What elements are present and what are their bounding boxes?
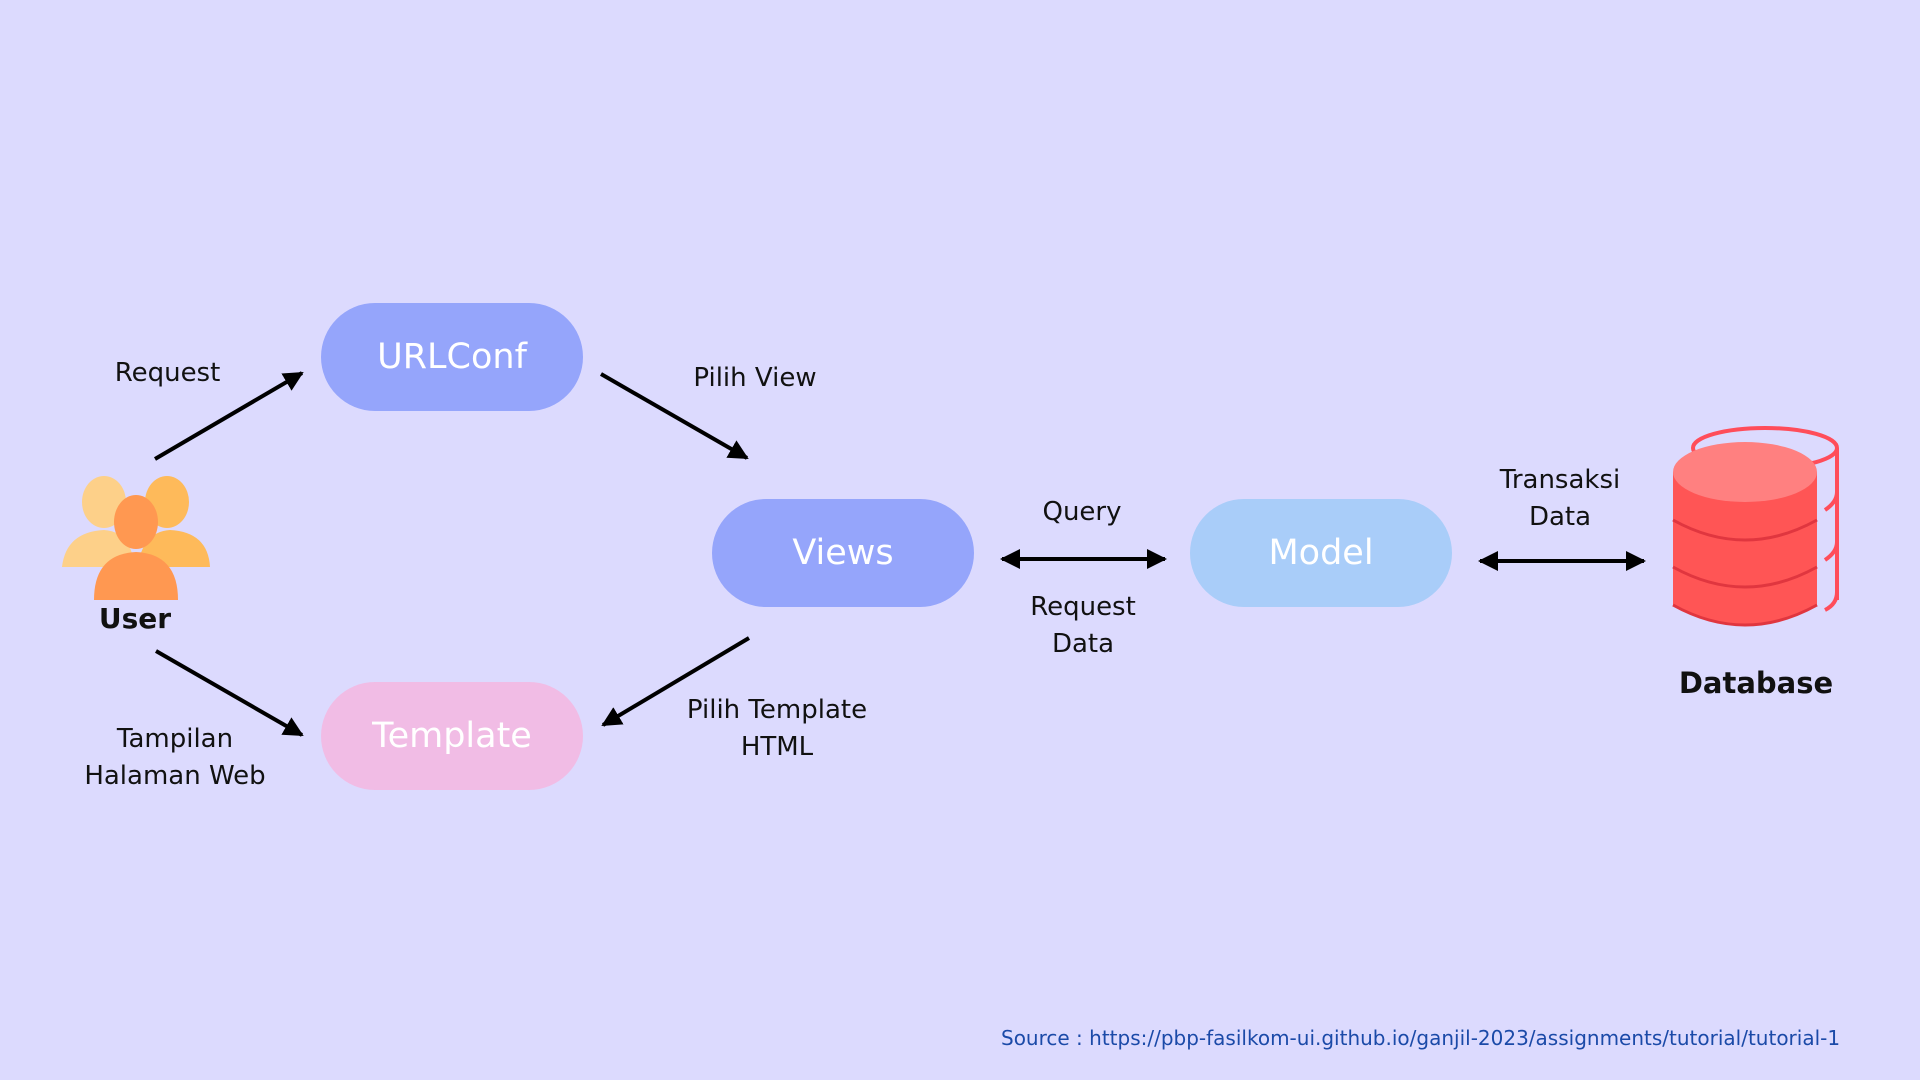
model-node: Model (1190, 499, 1452, 607)
arrow-urlconf-to-views (600, 372, 749, 460)
arrow-views-to-template (601, 636, 751, 727)
edge-label-tampilan-halaman-web: Tampilan Halaman Web (84, 724, 266, 791)
model-label: Model (1268, 533, 1374, 573)
edge-label-pilih-template-html: Pilih Template HTML (686, 695, 868, 762)
user-group-icon (62, 476, 210, 600)
source-link[interactable]: Source : https://pbp-fasilkom-ui.github.… (1001, 1026, 1841, 1050)
template-label: Template (372, 716, 532, 756)
database-label: Database (1678, 666, 1834, 700)
database-icon (1672, 426, 1839, 627)
user-label: User (98, 602, 172, 635)
urlconf-node: URLConf (321, 303, 583, 411)
template-node: Template (321, 682, 583, 790)
arrow-user-to-template (155, 649, 304, 737)
views-label: Views (792, 533, 894, 573)
arrow-user-to-urlconf (153, 371, 304, 461)
edge-label-request-data: Request Data (1030, 592, 1136, 659)
edge-label-pilih-view: Pilih View (693, 363, 817, 393)
urlconf-label: URLConf (377, 337, 527, 377)
edge-label-query: Query (1042, 497, 1122, 527)
edge-label-request: Request (114, 358, 221, 388)
views-node: Views (712, 499, 974, 607)
edge-label-transaksi-data: Transaksi Data (1499, 465, 1621, 532)
